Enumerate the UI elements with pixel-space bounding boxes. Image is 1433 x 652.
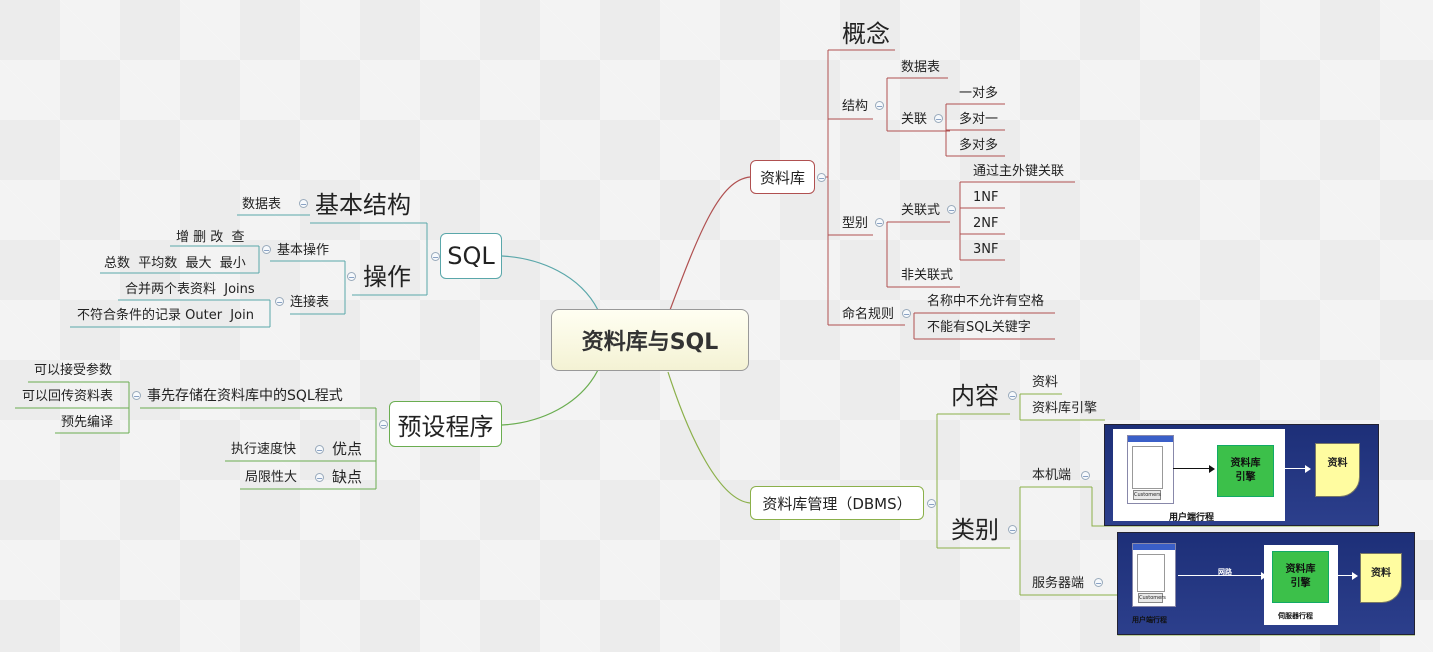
collapse-toggle-icon[interactable]: − <box>1094 578 1103 588</box>
node-many-to-one[interactable]: 多对一 <box>959 112 999 127</box>
node-pros[interactable]: 优点 <box>332 440 363 458</box>
arrow-icon <box>1332 575 1354 576</box>
node-operations[interactable]: 操作 <box>363 263 411 291</box>
topic-database-label: 资料库 <box>759 168 805 187</box>
node-nonrelational[interactable]: 非关联式 <box>901 268 954 283</box>
arrow-head-icon <box>1305 465 1311 473</box>
local-architecture-image: Customers 资料库 引擎 资料 用户端行程 <box>1104 424 1379 526</box>
arrow-head-icon <box>1352 572 1358 580</box>
node-no-sql-keywords[interactable]: 不能有SQL关键字 <box>927 320 1031 335</box>
arrow-head-icon <box>1209 465 1215 473</box>
node-category[interactable]: 类别 <box>951 516 999 544</box>
engine-box: 资料库 引擎 <box>1272 551 1329 603</box>
central-topic-label: 资料库与SQL <box>581 330 719 355</box>
node-concept[interactable]: 概念 <box>842 20 890 48</box>
node-2nf[interactable]: 2NF <box>973 216 999 231</box>
node-type[interactable]: 型别 <box>842 216 869 231</box>
node-outer-join[interactable]: 不符合条件的记录 Outer Join <box>77 308 254 323</box>
node-1nf[interactable]: 1NF <box>973 190 999 205</box>
node-crud[interactable]: 增 删 改 查 <box>176 230 245 245</box>
customers-button: Customers <box>1133 490 1161 500</box>
collapse-toggle-icon[interactable]: − <box>262 245 271 255</box>
node-data[interactable]: 资料 <box>1032 375 1059 390</box>
collapse-toggle-icon[interactable]: − <box>934 114 943 124</box>
node-many-to-many[interactable]: 多对多 <box>959 138 999 153</box>
topic-stored-procedure[interactable]: 预设程序 <box>389 401 502 447</box>
arrow-icon <box>1178 575 1263 576</box>
collapse-toggle-icon[interactable]: − <box>1008 391 1017 401</box>
node-cons[interactable]: 缺点 <box>332 468 363 486</box>
collapse-toggle-icon[interactable]: − <box>299 199 308 209</box>
collapse-toggle-icon[interactable]: − <box>927 499 936 509</box>
node-server[interactable]: 服务器端 <box>1032 576 1085 591</box>
node-3nf[interactable]: 3NF <box>973 242 999 257</box>
node-one-to-many[interactable]: 一对多 <box>959 86 999 101</box>
node-local[interactable]: 本机端 <box>1032 468 1072 483</box>
node-db-engine[interactable]: 资料库引擎 <box>1032 401 1098 416</box>
server-architecture-image: Customers 网路 资料库 引擎 资料 用户端行程 伺服器行程 <box>1117 532 1415 635</box>
collapse-toggle-icon[interactable]: − <box>275 297 284 307</box>
node-limited[interactable]: 局限性大 <box>245 470 298 485</box>
node-no-spaces[interactable]: 名称中不允许有空格 <box>927 294 1045 309</box>
collapse-toggle-icon[interactable]: − <box>1008 525 1017 535</box>
topic-dbms[interactable]: 资料库管理（DBMS） <box>750 486 924 520</box>
server-process-caption: 伺服器行程 <box>1278 612 1313 620</box>
collapse-toggle-icon[interactable]: − <box>431 252 440 262</box>
customers-button: Customers <box>1138 593 1166 603</box>
data-document: 资料 <box>1360 553 1402 603</box>
node-basic-structure[interactable]: 基本结构 <box>315 191 411 219</box>
topic-stored-procedure-label: 预设程序 <box>397 412 494 441</box>
node-basic-table[interactable]: 数据表 <box>242 197 282 212</box>
client-window: Customers <box>1132 543 1176 607</box>
node-naming-rules[interactable]: 命名规则 <box>842 307 895 322</box>
client-window: Customers <box>1127 435 1174 504</box>
central-topic[interactable]: 资料库与SQL <box>551 309 749 371</box>
network-label: 网路 <box>1218 568 1232 576</box>
collapse-toggle-icon[interactable]: − <box>379 420 388 430</box>
collapse-toggle-icon[interactable]: − <box>315 473 324 483</box>
topic-dbms-label: 资料库管理（DBMS） <box>762 494 912 513</box>
node-joins[interactable]: 合并两个表资料 Joins <box>125 282 255 297</box>
collapse-toggle-icon[interactable]: − <box>1081 471 1090 481</box>
client-process-caption: 用户端行程 <box>1169 513 1215 523</box>
data-document: 资料 <box>1315 443 1360 497</box>
node-definition[interactable]: 事先存储在资料库中的SQL程式 <box>147 388 343 404</box>
engine-box: 资料库 引擎 <box>1217 445 1274 497</box>
arrow-icon <box>1173 468 1211 469</box>
node-precompile[interactable]: 预先编译 <box>61 415 114 430</box>
node-structure[interactable]: 结构 <box>842 99 869 114</box>
node-table[interactable]: 数据表 <box>901 60 941 75</box>
node-content[interactable]: 内容 <box>951 382 999 410</box>
node-return-table[interactable]: 可以回传资料表 <box>22 389 114 404</box>
node-aggregates[interactable]: 总数 平均数 最大 最小 <box>104 256 246 271</box>
topic-sql[interactable]: SQL <box>440 233 502 279</box>
node-relation[interactable]: 关联 <box>901 112 928 127</box>
collapse-toggle-icon[interactable]: − <box>902 309 911 319</box>
arrow-icon <box>1277 468 1307 469</box>
node-accept-params[interactable]: 可以接受参数 <box>34 363 113 378</box>
collapse-toggle-icon[interactable]: − <box>132 391 141 401</box>
node-fast[interactable]: 执行速度快 <box>231 442 297 457</box>
collapse-toggle-icon[interactable]: − <box>875 101 884 111</box>
node-join-table[interactable]: 连接表 <box>290 295 330 310</box>
collapse-toggle-icon[interactable]: − <box>315 445 324 455</box>
collapse-toggle-icon[interactable]: − <box>817 173 826 183</box>
node-fk-relation[interactable]: 通过主外键关联 <box>973 164 1065 179</box>
node-relational[interactable]: 关联式 <box>901 203 941 218</box>
collapse-toggle-icon[interactable]: − <box>947 205 956 215</box>
client-process-caption: 用户端行程 <box>1132 616 1167 624</box>
collapse-toggle-icon[interactable]: − <box>875 218 884 228</box>
topic-sql-label: SQL <box>447 242 495 270</box>
node-basic-ops[interactable]: 基本操作 <box>277 243 330 258</box>
topic-database[interactable]: 资料库 <box>750 160 815 194</box>
collapse-toggle-icon[interactable]: − <box>347 272 356 282</box>
